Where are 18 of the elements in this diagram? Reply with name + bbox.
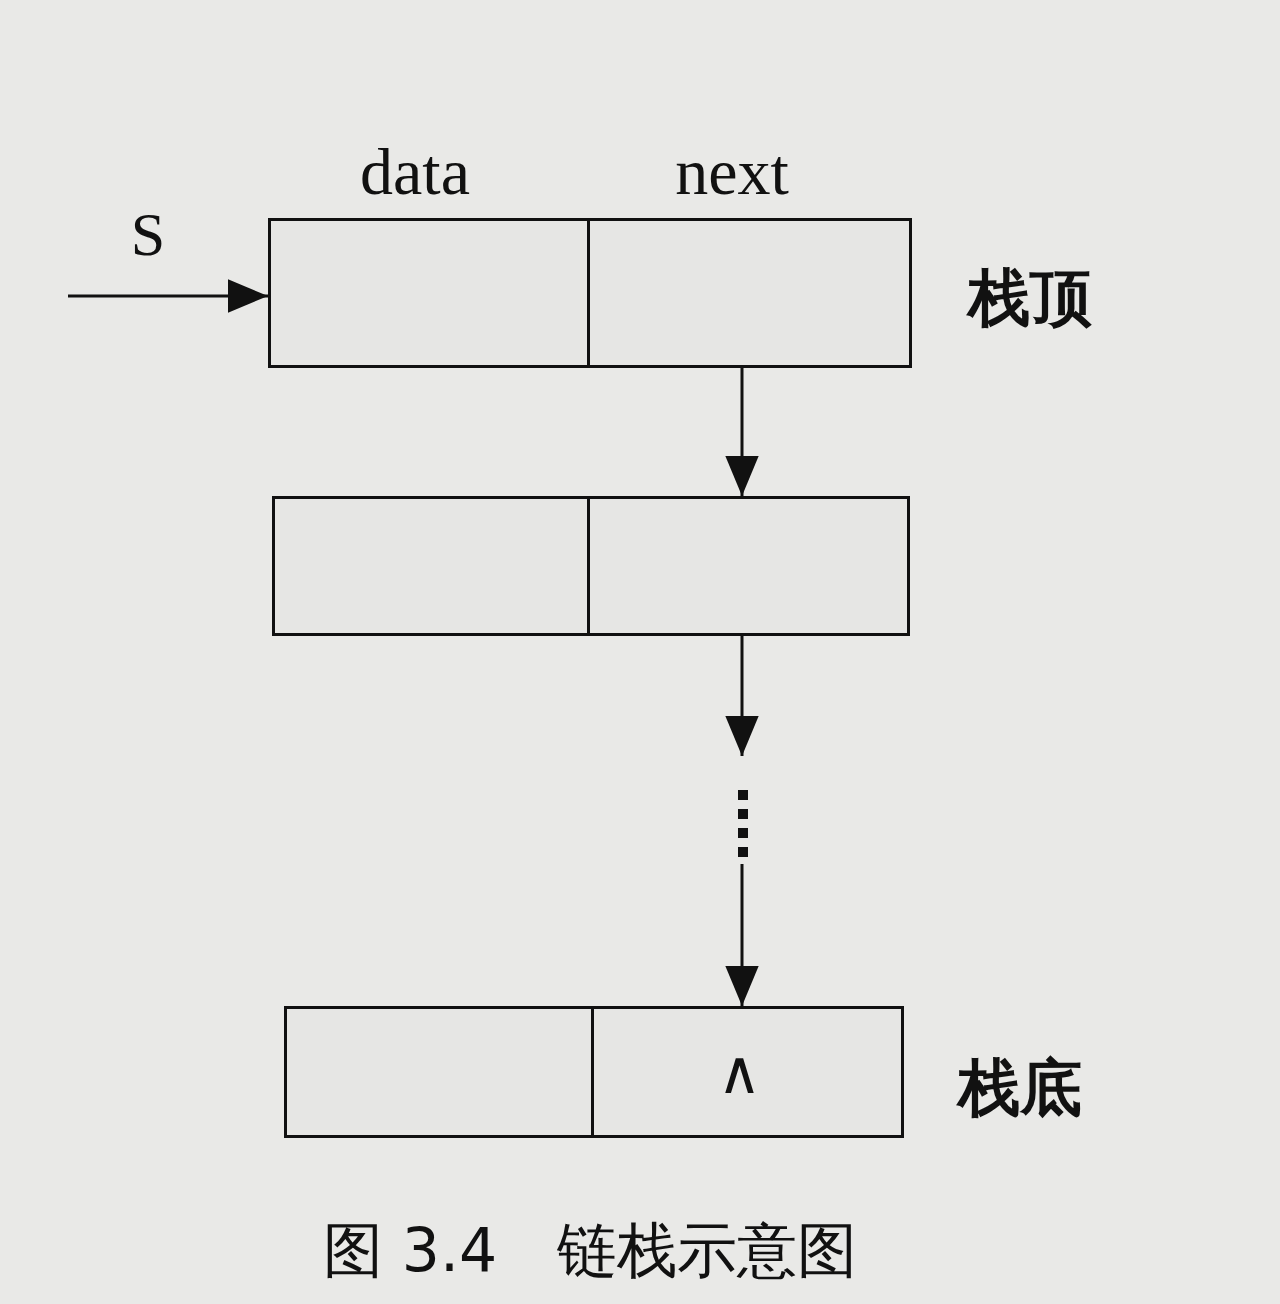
field-cell — [587, 218, 912, 368]
column-heading: data — [360, 139, 470, 205]
null-pointer-cell — [591, 1006, 904, 1138]
arrow — [725, 864, 759, 1006]
ellipsis-dots — [738, 790, 748, 857]
field-cell — [587, 496, 910, 636]
arrow — [725, 368, 759, 496]
null-symbol: ∧ — [717, 1037, 762, 1107]
arrow — [68, 279, 268, 313]
column-heading: next — [675, 139, 789, 205]
field-cell — [284, 1006, 594, 1138]
side-label: 栈顶 — [968, 267, 1092, 329]
edge-label: S — [130, 203, 166, 265]
arrow — [725, 636, 759, 756]
field-cell — [268, 218, 590, 368]
figure-caption: 图 3.4 链栈示意图 — [322, 1220, 858, 1280]
field-cell — [272, 496, 590, 636]
side-label: 栈底 — [958, 1057, 1082, 1119]
